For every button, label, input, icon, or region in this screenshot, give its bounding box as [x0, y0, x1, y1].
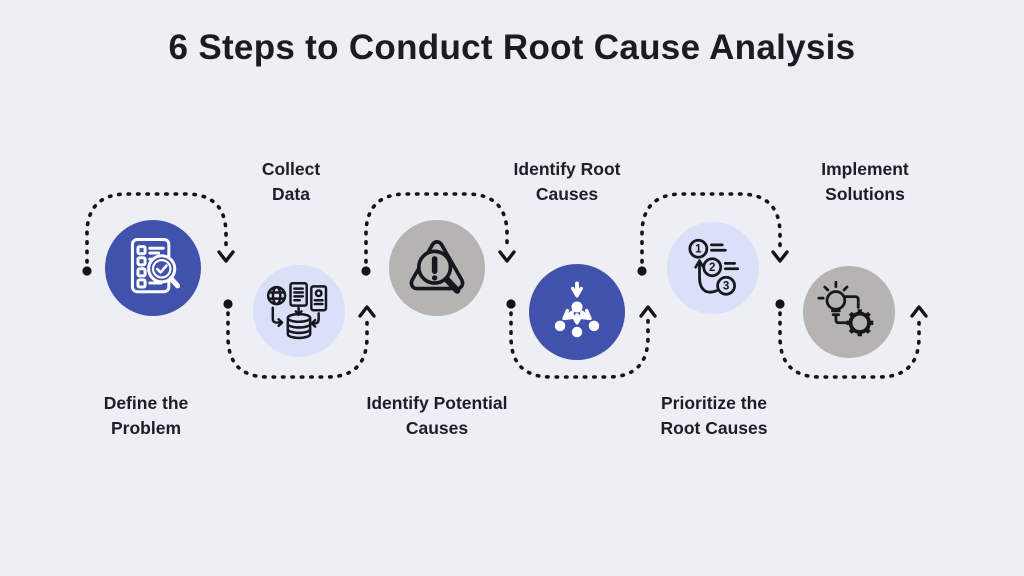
step-3-label: Identify Potential Causes — [366, 393, 508, 438]
connector-under-step-6 — [775, 299, 928, 379]
connector-start-dot — [506, 299, 516, 309]
arrow-down-icon — [771, 250, 789, 263]
arrow-down-icon — [217, 250, 235, 263]
title-line-2: Analysis — [709, 28, 856, 67]
rank-number-2: 2 — [709, 262, 715, 274]
rank-number-3: 3 — [723, 281, 729, 293]
arrow-down-icon — [498, 250, 516, 263]
priority-ranking-icon: 1 2 3 — [688, 238, 740, 296]
arrow-up-icon — [358, 305, 376, 318]
arrow-up-icon — [639, 305, 657, 318]
step-5-circle: 1 2 3 — [667, 222, 759, 314]
connector-dashed-path — [85, 192, 228, 264]
connector-over-step-1 — [82, 192, 235, 276]
connector-start-dot — [637, 266, 647, 276]
step-2-circle — [253, 265, 345, 357]
root-branches-icon — [554, 281, 600, 338]
connector-over-step-3 — [361, 192, 516, 276]
step-6-label: Implement Solutions — [821, 159, 909, 204]
connector-start-dot — [775, 299, 785, 309]
connector-start-dot — [361, 266, 371, 276]
arrow-up-icon — [910, 305, 928, 318]
title-line-1: 6 Steps to Conduct Root Cause — [168, 28, 701, 67]
step-4-label: Identify Root Causes — [513, 159, 621, 204]
connector-start-dot — [82, 266, 92, 276]
connector-under-step-4 — [506, 299, 657, 379]
step-6-circle — [803, 266, 895, 358]
connector-start-dot — [223, 299, 233, 309]
step-5-label: Prioritize the Root Causes — [660, 393, 768, 438]
step-2-label: Collect Data — [261, 159, 321, 204]
warning-magnifier-icon — [409, 240, 465, 294]
step-3-circle — [389, 220, 485, 316]
connector-dashed-path — [364, 192, 509, 264]
connector-under-step-2 — [223, 299, 376, 379]
rank-number-1: 1 — [695, 244, 702, 256]
step-4-circle — [529, 264, 625, 360]
connector-dashed-path — [226, 311, 369, 379]
connector-dashed-path — [640, 192, 782, 264]
connector-dashed-path — [778, 311, 921, 379]
data-collection-icon — [266, 282, 328, 340]
step-1-label: Define the Problem — [103, 393, 189, 438]
connector-over-step-5 — [637, 192, 789, 276]
page-title: 6 Steps to Conduct Root Cause Analysis — [0, 24, 1024, 71]
bulb-gear-icon — [817, 280, 874, 337]
checklist-magnifier-icon — [130, 237, 181, 294]
step-1-circle — [105, 220, 201, 316]
